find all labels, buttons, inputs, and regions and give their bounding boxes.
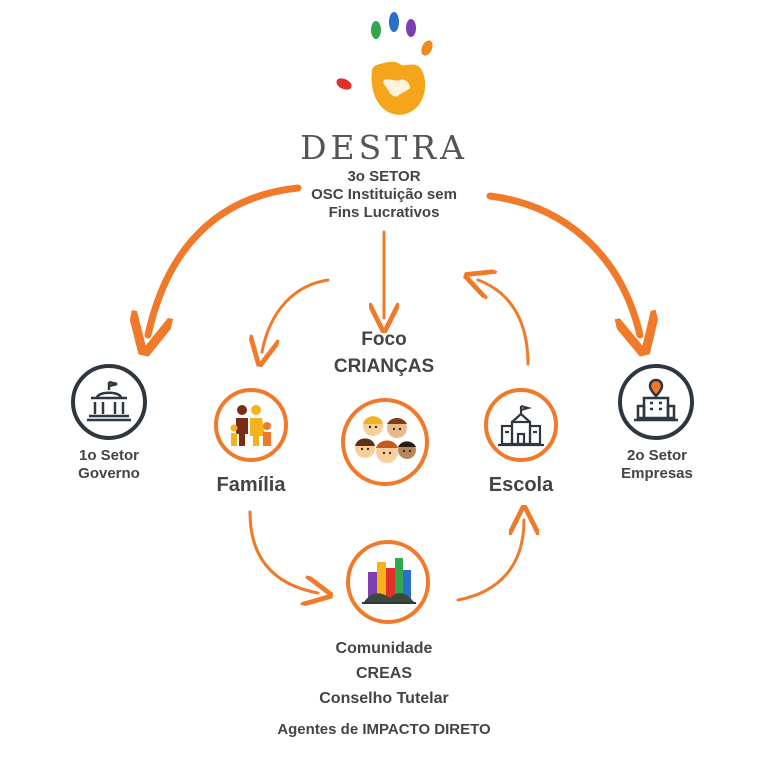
escola-circle — [484, 388, 558, 462]
footer-caption: Agentes de IMPACTO DIRETO — [277, 721, 491, 738]
center-title: Foco CRIANÇAS — [314, 326, 454, 380]
familia-circle — [214, 388, 288, 462]
arrow-comunidade-up — [456, 520, 524, 602]
comunidade-line-3: Conselho Tutelar — [319, 690, 449, 707]
comunidade-line-2: CREAS — [355, 665, 412, 682]
children-faces-icon — [355, 416, 416, 463]
city-community-icon — [362, 558, 416, 604]
criancas-circle — [341, 398, 429, 486]
empresas-line-1: 2o Setor — [626, 447, 687, 464]
empresas-line-2: Empresas — [621, 465, 693, 482]
logo — [324, 8, 444, 128]
comunidade-label: Comunidade CREAS Conselho Tutelar — [284, 636, 484, 711]
arrow-familia-down — [248, 510, 318, 593]
top-sector-text: 3o SETOR OSC Instituição sem Fins Lucrat… — [284, 168, 484, 222]
familia-label: Família — [216, 474, 286, 496]
center-line-2: CRIANÇAS — [333, 356, 435, 377]
center-line-1: Foco — [361, 329, 407, 350]
hand-print-icon — [336, 12, 433, 115]
arrow-to-familia — [262, 278, 330, 352]
escola-label: Escola — [488, 474, 554, 496]
top-line-1: 3o SETOR — [347, 168, 421, 185]
governo-circle — [71, 364, 147, 440]
arrow-to-empresas — [486, 192, 640, 335]
empresas-label: 2o Setor Empresas — [600, 447, 714, 483]
top-line-2: OSC Instituição sem — [311, 186, 457, 203]
comunidade-circle — [346, 540, 430, 624]
office-building-icon — [634, 378, 678, 422]
school-icon — [498, 404, 544, 447]
top-line-3: Fins Lucrativos — [328, 204, 440, 221]
governo-line-1: 1o Setor — [78, 447, 139, 464]
arrow-to-governo — [148, 184, 302, 335]
arrow-escola-up — [478, 280, 530, 366]
family-icon — [230, 405, 271, 446]
government-building-icon — [87, 380, 131, 422]
comunidade-line-1: Comunidade — [335, 640, 433, 657]
governo-line-2: Governo — [78, 465, 140, 482]
governo-label: 1o Setor Governo — [52, 447, 166, 483]
logo-wordmark: DESTRA — [300, 128, 468, 167]
empresas-circle — [618, 364, 694, 440]
